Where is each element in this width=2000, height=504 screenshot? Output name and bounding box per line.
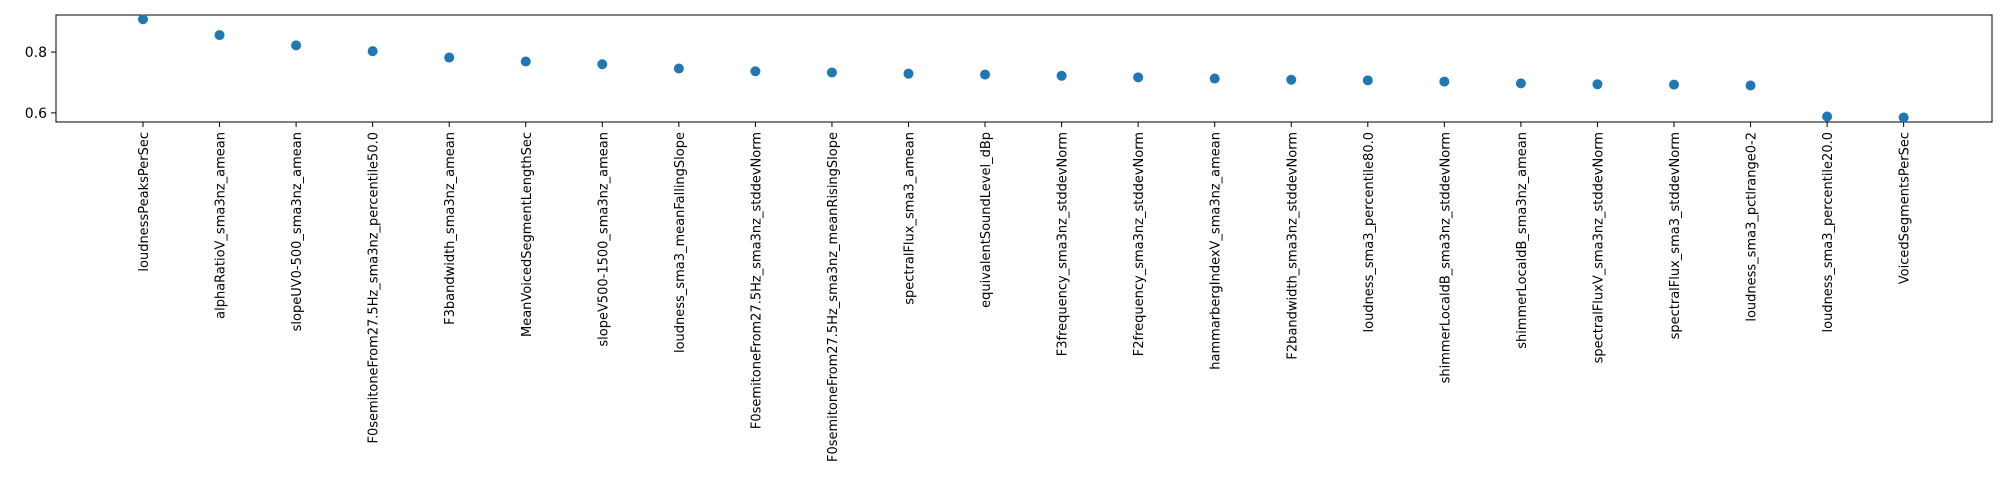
x-tick-label: hammarbergIndexV_sma3nz_amean [1209, 132, 1224, 370]
x-tick-label: F0semitoneFrom27.5Hz_sma3nz_percentile50… [367, 132, 382, 444]
data-point [1439, 76, 1450, 87]
x-tick-label: F3frequency_sma3nz_stddevNorm [1056, 132, 1071, 356]
x-tick-label: alphaRatioV_sma3nz_amean [214, 132, 229, 319]
data-point [673, 63, 684, 74]
x-tick-label: loudness_sma3_percentile80.0 [1362, 132, 1377, 332]
data-point [1133, 72, 1144, 83]
data-point [1056, 70, 1067, 81]
x-tick-label: spectralFlux_sma3_stddevNorm [1668, 132, 1683, 339]
plot-frame [55, 14, 1993, 123]
y-tick-label: 0.8 [25, 45, 47, 61]
x-tick-label: loudnessPeaksPerSec [137, 132, 152, 272]
x-tick-label: spectralFlux_sma3_amean [903, 132, 918, 305]
x-tick-label: loudness_sma3_meanFallingSlope [673, 132, 688, 353]
x-tick-label: shimmerLocaldB_sma3nz_amean [1515, 132, 1530, 349]
data-point [138, 14, 148, 25]
data-point [291, 40, 302, 51]
data-point [750, 66, 761, 77]
x-tick-label: MeanVoicedSegmentLengthSec [520, 132, 535, 337]
x-tick-label: F3bandwidth_sma3nz_amean [443, 132, 458, 325]
data-point [520, 56, 531, 67]
x-tick-label: loudness_sma3_percentile20.0 [1821, 132, 1836, 332]
plot-area [55, 14, 1993, 123]
data-point [826, 67, 837, 78]
data-point [980, 69, 991, 80]
data-point [444, 52, 455, 63]
data-point [597, 59, 608, 70]
x-tick-label: spectralFluxV_sma3nz_stddevNorm [1591, 132, 1606, 363]
data-point [1286, 74, 1297, 85]
data-point [1822, 111, 1833, 122]
x-tick-label: equivalentSoundLevel_dBp [979, 132, 994, 308]
x-tick-label: slopeUV0-500_sma3nz_amean [290, 132, 305, 331]
data-point [1898, 112, 1909, 123]
data-point [903, 68, 914, 79]
x-tick-label: F0semitoneFrom27.5Hz_sma3nz_meanRisingSl… [826, 132, 841, 462]
data-point [1362, 75, 1373, 86]
x-tick-label: F2bandwidth_sma3nz_stddevNorm [1285, 132, 1300, 360]
x-tick-label: VoicedSegmentsPerSec [1898, 132, 1913, 284]
data-point [1669, 79, 1679, 90]
data-point [1515, 78, 1526, 89]
x-tick-label: slopeV500-1500_sma3nz_amean [596, 132, 611, 347]
y-tick-label: 0.6 [25, 106, 47, 122]
x-tick-label: F0semitoneFrom27.5Hz_sma3nz_stddevNorm [749, 132, 764, 429]
x-axis: loudnessPeaksPerSec alphaRatioV_sma3nz_am… [137, 122, 1913, 462]
data-point [1592, 79, 1603, 90]
y-axis: 0.6 0.8 [25, 45, 56, 122]
data-point [1745, 80, 1756, 91]
x-tick-label: F2frequency_sma3nz_stddevNorm [1132, 132, 1147, 356]
data-point [1209, 73, 1220, 84]
data-point [214, 30, 225, 41]
data-point [367, 46, 378, 57]
x-tick-label: loudness_sma3_pctlrange0-2 [1745, 132, 1760, 322]
x-tick-label: shimmerLocaldB_sma3nz_stddevNorm [1438, 132, 1453, 383]
